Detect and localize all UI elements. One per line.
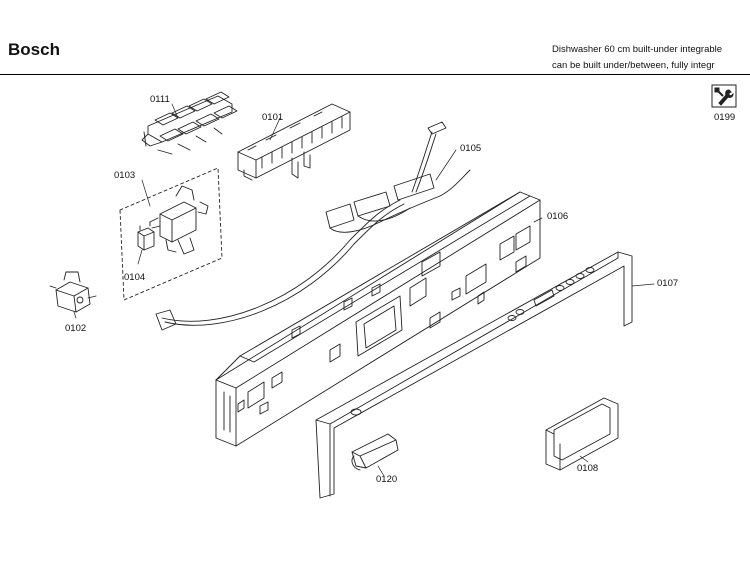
label-0199: 0199 [714,112,736,123]
brand-logo: Bosch [8,40,60,59]
label-0104: 0104 [124,272,146,283]
label-0107: 0107 [657,278,679,289]
description-line-1: Dishwasher 60 cm built-under integrable [552,44,723,55]
part-0108-cover[interactable] [545,397,619,471]
label-0111: 0111 [150,94,170,105]
part-0104-capacitor[interactable] [137,221,155,251]
part-0107-facia-panel[interactable] [315,251,633,499]
part-0101-electronic-module[interactable] [237,103,351,181]
header-divider [0,74,750,75]
label-0108: 0108 [577,463,599,474]
label-0103: 0103 [114,170,136,181]
part-0120-handle[interactable] [351,433,399,471]
leader-lines [73,103,655,477]
wrench-tool-icon[interactable] [711,84,737,108]
part-0103-switch[interactable] [149,185,209,255]
label-0101: 0101 [262,112,284,123]
label-0106: 0106 [547,211,569,222]
label-0102: 0102 [65,323,87,334]
part-0105-cable-harness[interactable] [155,121,471,331]
part-0102-switch[interactable] [49,271,97,313]
label-0120: 0120 [376,474,398,485]
description-line-2: can be built under/between, fully integr [552,60,715,71]
part-0106-control-frame[interactable] [215,191,541,447]
part-0103-group-outline [119,167,223,301]
label-0105: 0105 [460,143,482,154]
